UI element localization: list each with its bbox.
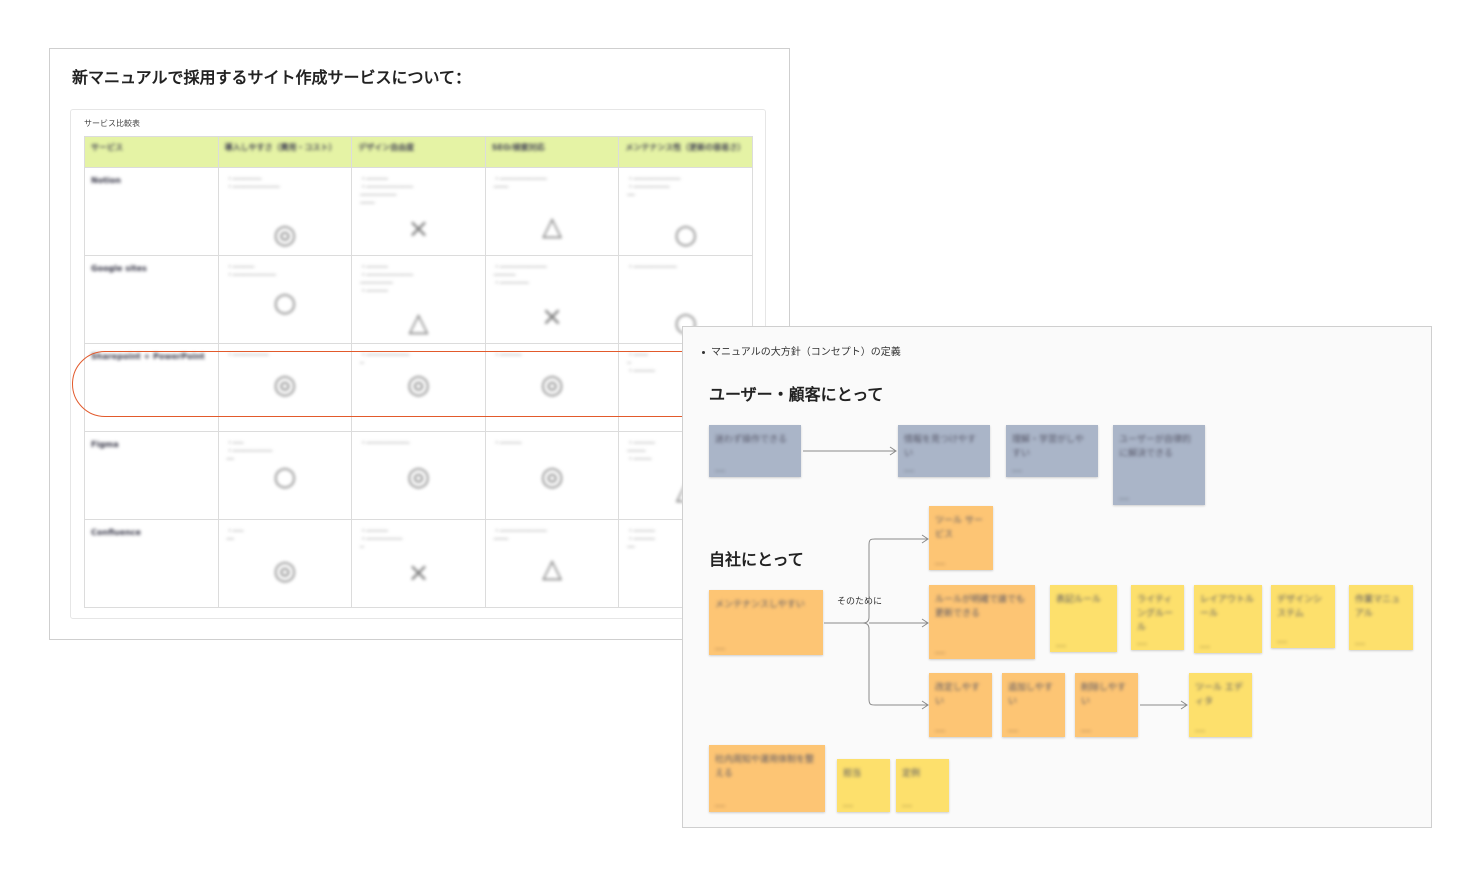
arrow-head-icon <box>889 446 897 456</box>
sticky-note[interactable]: 理解・学習がしやすい <box>1006 425 1098 477</box>
service-name-cell: Confluence <box>84 519 219 608</box>
rating-mark: ◎ <box>273 370 297 400</box>
page-title: 新マニュアルで採用するサイト作成サービスについて： <box>72 68 472 87</box>
table-row: Google sites ・──────・────────────○ ・────… <box>84 255 753 344</box>
rating-mark: △ <box>408 308 429 338</box>
service-name-cell: Sharepoint + PowerPoint <box>84 343 219 432</box>
bullet-dot-icon <box>702 350 705 354</box>
service-name-cell: Google sites <box>84 255 219 344</box>
header-cell: サービス <box>84 136 219 168</box>
table-cell: ・──────◎ <box>484 343 620 432</box>
rating-mark: ◎ <box>407 462 430 492</box>
sticky-note[interactable]: 改定しやすい <box>929 673 992 737</box>
sticky-note-main[interactable]: メンテナンスしやすい <box>709 590 823 655</box>
rating-mark: ◎ <box>273 220 297 250</box>
arrow-head-icon <box>921 700 929 710</box>
rating-mark: △ <box>542 212 563 242</box>
service-name-cell: Figma <box>84 431 219 520</box>
table-cell: ・──────・────────────○ <box>217 255 353 344</box>
sticky-note[interactable]: ツール エディタ <box>1189 673 1252 737</box>
table-cell: ・─────────────────△ <box>484 519 620 608</box>
sticky-note[interactable]: 迷わず操作できる <box>709 425 801 477</box>
table-card: サービス比較表 サービス 導入しやすさ（費用・コスト） デザイン自由度 SEO/… <box>70 109 766 619</box>
sticky-note[interactable]: デザインシステム <box>1271 585 1335 648</box>
table-cell: ・──────・───────────────────────────× <box>351 167 486 256</box>
header-cell: SEO/検索対応 <box>484 136 620 168</box>
table-cell: ・──────・───────────× <box>351 519 486 608</box>
table-cell: ・────────────◎ <box>351 431 486 520</box>
header-cell: デザイン自由度 <box>351 136 486 168</box>
sticky-note[interactable]: 作業マニュアル <box>1349 585 1413 650</box>
table-cell: ・─────────────────△ <box>484 167 620 256</box>
sticky-note[interactable]: 担当 <box>837 759 890 812</box>
arrow-head-icon <box>1180 700 1188 710</box>
table-row: Figma ・───・─────────────○ ・────────────◎… <box>84 431 753 520</box>
table-cell: ・───────────────────・────────× <box>484 255 620 344</box>
sticky-note[interactable]: 情報を見つけやすい <box>898 425 990 477</box>
sticky-note[interactable]: ルールが明確で誰でも更新できる <box>929 585 1035 659</box>
table-caption: サービス比較表 <box>84 119 140 128</box>
header-cell: 導入しやすさ（費用・コスト） <box>217 136 353 168</box>
rating-mark: × <box>541 302 563 332</box>
sticky-note[interactable]: レイアウトルール <box>1194 585 1262 653</box>
section-heading-company: 自社にとって <box>709 550 804 569</box>
concept-bullet: マニュアルの大方針（コンセプト）の定義 <box>702 343 901 358</box>
sticky-note[interactable]: 削除しやすい <box>1075 673 1138 737</box>
bracket-branch <box>862 538 876 706</box>
rating-mark: ○ <box>273 288 297 318</box>
table-cell: ・───・─────────────○ <box>217 431 353 520</box>
table-cell: ・────────・─────────────◎ <box>217 167 353 256</box>
connector-label: そのために <box>837 597 883 607</box>
table-row: Confluence ・─────◎ ・──────・───────────× … <box>84 519 753 608</box>
rating-mark: ◎ <box>540 370 564 400</box>
rating-mark: ◎ <box>540 462 564 492</box>
sticky-note[interactable]: ユーザーが自律的に解決できる <box>1113 425 1205 505</box>
rating-mark: × <box>407 558 430 588</box>
section-heading-user: ユーザー・顧客にとって <box>709 385 884 404</box>
sticky-note[interactable]: ツール サービス <box>929 506 993 570</box>
table-cell: ・──────────◎ <box>217 343 353 432</box>
table-row: Notion ・────────・─────────────◎ ・──────・… <box>84 167 753 256</box>
service-comparison-table: サービス 導入しやすさ（費用・コスト） デザイン自由度 SEO/検索対応 メンテ… <box>84 136 753 608</box>
table-header-row: サービス 導入しやすさ（費用・コスト） デザイン自由度 SEO/検索対応 メンテ… <box>84 136 753 168</box>
sticky-note[interactable]: 社内周知や運用体制を整える <box>709 745 825 812</box>
rating-mark: × <box>407 214 430 244</box>
sticky-note[interactable]: 追加しやすい <box>1002 673 1065 737</box>
rating-mark: ○ <box>273 462 297 492</box>
concept-board-screenshot: マニュアルの大方針（コンセプト）の定義 ユーザー・顧客にとって 自社にとって そ… <box>682 326 1432 828</box>
rating-mark: △ <box>542 554 563 584</box>
sticky-note[interactable]: ライティングルール <box>1131 585 1184 650</box>
service-name-cell: Notion <box>84 167 219 256</box>
header-cell: メンテナンス性（更新の容易さ） <box>618 136 753 168</box>
sticky-note[interactable]: 表記ルール <box>1050 585 1117 652</box>
table-cell: ・─────◎ <box>217 519 353 608</box>
arrow-head-icon <box>921 618 929 628</box>
comparison-table-screenshot: 新マニュアルで採用するサイト作成サービスについて： サービス比較表 サービス 導… <box>49 48 790 640</box>
table-cell: ・─────────────・────────────○ <box>618 167 753 256</box>
arrow-head-icon <box>921 534 929 544</box>
rating-mark: ○ <box>674 220 698 250</box>
rating-mark: ◎ <box>407 370 430 400</box>
sticky-note[interactable]: 定例 <box>896 759 949 812</box>
table-cell: ・──────◎ <box>484 431 620 520</box>
highlight-oval <box>72 351 752 417</box>
connector-arrows <box>803 446 1188 710</box>
rating-mark: ◎ <box>273 556 297 586</box>
table-cell: ・──────・──────────────────────・──────△ <box>351 255 486 344</box>
